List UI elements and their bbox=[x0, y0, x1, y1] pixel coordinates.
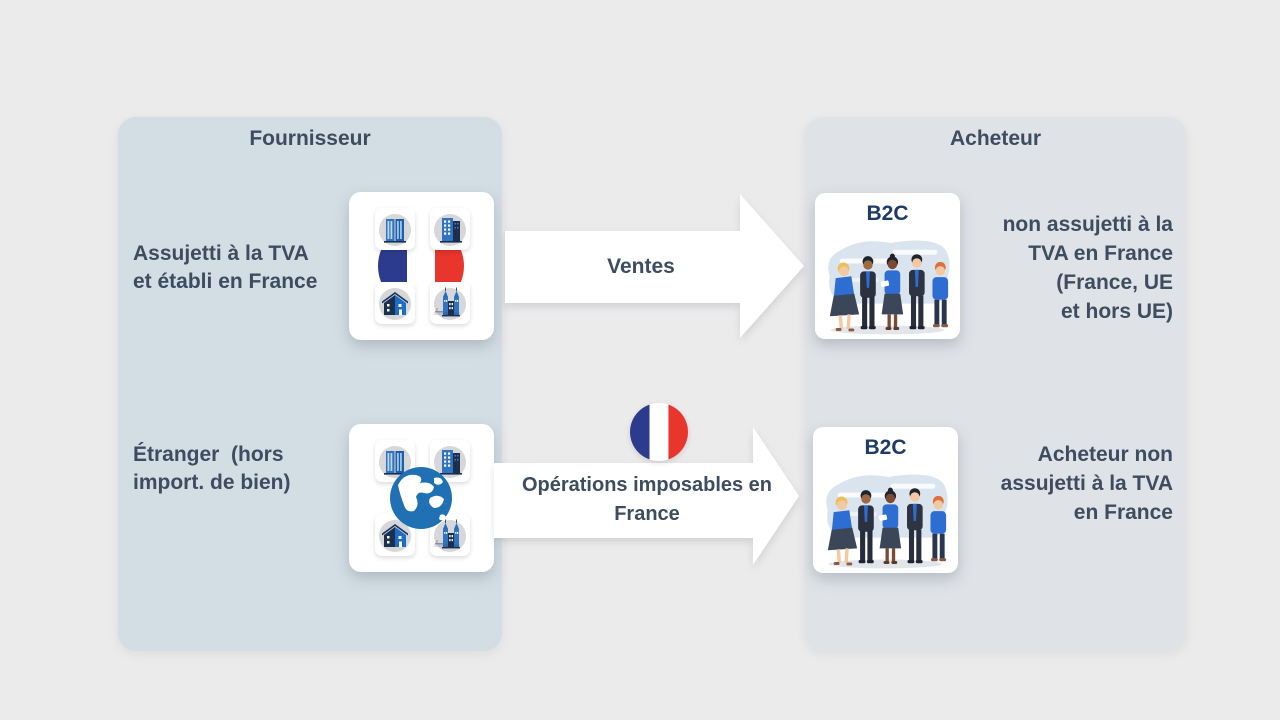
house-tile bbox=[375, 282, 415, 324]
buyer-row1-label: non assujetti à la TVA en France (France… bbox=[953, 210, 1173, 326]
ventes-arrow bbox=[505, 194, 804, 338]
buyer-row1-label-line1: non assujetti à la bbox=[1002, 213, 1173, 236]
consumers-group-icon bbox=[822, 235, 953, 335]
buyer-panel-title: Acheteur bbox=[949, 127, 1042, 150]
b2c-card-row2: B2C bbox=[813, 427, 958, 573]
buyer-row2-label-line3: en France bbox=[1073, 501, 1173, 524]
supplier-row1-label-line2: et établi en France bbox=[133, 270, 318, 293]
consumers-group-icon bbox=[820, 469, 951, 569]
buyer-row2-label: Acheteur non assujetti à la TVA en Franc… bbox=[953, 440, 1173, 527]
supplier-row2-label: Étranger (hors import. de bien) bbox=[133, 441, 291, 497]
castle-tile bbox=[430, 282, 470, 324]
operations-arrow-label: Opérations imposables en France bbox=[494, 471, 800, 529]
operations-arrow-label-line1: Opérations imposables en bbox=[521, 474, 773, 496]
supplier-row1-label-line1: Assujetti à la TVA bbox=[133, 242, 309, 265]
france-flag-icon bbox=[630, 403, 688, 461]
operations-arrow bbox=[494, 427, 799, 565]
buyer-row1-label-line4: et hors UE) bbox=[1060, 300, 1173, 323]
buyer-row2-label-line2: assujetti à la TVA bbox=[1000, 472, 1173, 495]
supplier-panel-title: Fournisseur bbox=[249, 127, 371, 150]
castle-icon bbox=[430, 282, 470, 324]
office-building-tile bbox=[430, 208, 470, 250]
france-companies-card bbox=[349, 192, 494, 340]
office-building-icon bbox=[430, 208, 470, 250]
foreign-companies-card bbox=[349, 424, 494, 572]
supplier-row2-label-line1: Étranger (hors bbox=[133, 443, 284, 466]
b2c-badge: B2C bbox=[866, 202, 909, 225]
b2c-card-row1: B2C bbox=[815, 193, 960, 339]
globe-icon bbox=[390, 467, 452, 529]
operations-arrow-label-line2: France bbox=[614, 503, 680, 525]
ventes-arrow-label: Ventes bbox=[505, 253, 777, 281]
buyer-row1-label-line2: TVA en France bbox=[1028, 242, 1173, 265]
b2c-badge: B2C bbox=[864, 436, 907, 459]
ventes-arrow-label-line1: Ventes bbox=[607, 255, 675, 278]
supplier-row2-label-line2: import. de bien) bbox=[133, 471, 291, 494]
twin-towers-icon bbox=[375, 208, 415, 250]
house-icon bbox=[375, 282, 415, 324]
supplier-row1-label: Assujetti à la TVA et établi en France bbox=[133, 240, 317, 296]
twin-towers-tile bbox=[375, 208, 415, 250]
buyer-row1-label-line3: (France, UE bbox=[1056, 271, 1173, 294]
buyer-row2-label-line1: Acheteur non bbox=[1037, 443, 1173, 466]
